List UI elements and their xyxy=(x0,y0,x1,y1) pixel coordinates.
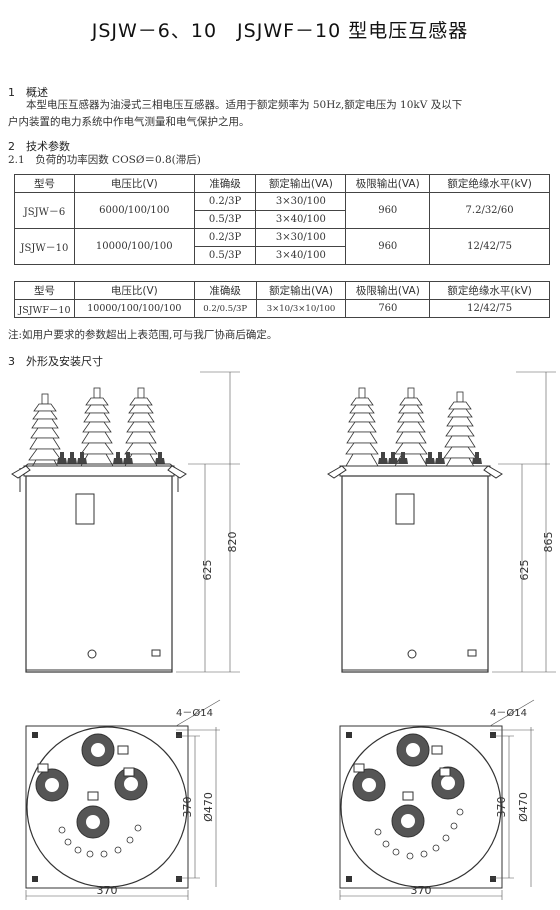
table-row: 0.5/3P 3×40/100 xyxy=(15,246,550,265)
dim-right-body: 625 xyxy=(518,560,531,581)
dim-right-total: 865 xyxy=(542,532,555,553)
page-title: JSJW－6、10 JSJWF－10 型电压互感器 xyxy=(91,20,469,42)
spec-table-jsjwf: 型号 电压比(V) 准确级 额定输出(VA) 极限输出(VA) 额定绝缘水平(k… xyxy=(14,281,550,318)
holes-label-right: 4－Ø14 xyxy=(490,707,527,719)
cell-accuracy: 0.2/3P xyxy=(193,228,257,247)
power-factor-note: 2.1 负荷的功率因数 COSØ＝0.8(滞后) xyxy=(8,154,201,166)
cell-rated-output: 3×30/100 xyxy=(255,228,347,247)
col-header-insulation: 额定绝缘水平(kV) xyxy=(429,174,550,193)
col-header-accuracy: 准确级 xyxy=(193,281,257,300)
col-header-model: 型号 xyxy=(14,174,75,193)
col-header-limit-output: 极限输出(VA) xyxy=(345,281,431,300)
section-overview-heading: 1 概述 xyxy=(8,86,48,99)
cell-rated-output: 3×40/100 xyxy=(255,210,347,229)
cell-model: JSJW－6 xyxy=(14,192,75,229)
cell-rated-output: 3×40/100 xyxy=(255,246,347,265)
overview-text-line1: 本型电压互感器为油浸式三相电压互感器。适用于额定频率为 50Hz,额定电压为 1… xyxy=(26,99,463,111)
dim-left-width: 370 xyxy=(97,884,118,897)
plan-view-left: 4－Ø14 370 Ø470 370 xyxy=(25,699,221,900)
cell-model: JSJWF－10 xyxy=(14,299,75,318)
elevation-right: 865 625 xyxy=(327,371,556,673)
cell-limit-output: 960 xyxy=(345,228,431,265)
cell-accuracy: 0.5/3P xyxy=(193,246,257,265)
cell-insulation: 12/42/75 xyxy=(429,299,550,318)
dim-right-inner: 370 xyxy=(495,797,508,818)
overview-text-line2: 户内装置的电力系统中作电气测量和电气保护之用。 xyxy=(8,116,250,128)
dim-left-inner: 370 xyxy=(181,797,194,818)
col-header-ratio: 电压比(V) xyxy=(73,281,195,300)
dim-right-diameter: Ø470 xyxy=(517,792,530,822)
elevation-left: 820 625 xyxy=(11,371,240,673)
table-header-row: 型号 电压比(V) 准确级 额定输出(VA) 极限输出(VA) 额定绝缘水平(k… xyxy=(14,174,550,193)
cell-accuracy: 0.2/3P xyxy=(193,192,257,211)
col-header-insulation: 额定绝缘水平(kV) xyxy=(429,281,550,300)
holes-label-left: 4－Ø14 xyxy=(176,707,213,719)
table-row: JSJWF－10 10000/100/100/100 0.2/0.5/3P 3×… xyxy=(14,299,550,318)
dim-left-body: 625 xyxy=(201,560,214,581)
cell-rated-output: 3×30/100 xyxy=(255,192,347,211)
dim-left-total: 820 xyxy=(226,532,239,553)
col-header-ratio: 电压比(V) xyxy=(73,174,195,193)
cell-rated-output: 3×10/3×10/100 xyxy=(255,299,347,318)
table-row: 0.5/3P 3×40/100 xyxy=(15,210,550,229)
dim-right-width: 370 xyxy=(411,884,432,897)
col-header-model: 型号 xyxy=(14,281,75,300)
cell-ratio: 10000/100/100/100 xyxy=(73,299,195,318)
cell-model: JSJW－10 xyxy=(14,228,75,265)
cell-ratio: 6000/100/100 xyxy=(73,192,195,229)
cell-accuracy: 0.2/0.5/3P xyxy=(193,299,257,318)
cell-insulation: 7.2/32/60 xyxy=(429,192,550,229)
outline-drawings: 820 625 865 625 xyxy=(11,371,556,900)
table-header-row: 型号 电压比(V) 准确级 额定输出(VA) 极限输出(VA) 额定绝缘水平(k… xyxy=(14,281,550,300)
cell-limit-output: 760 xyxy=(345,299,431,318)
plan-view-right: 4－Ø14 370 Ø470 370 xyxy=(339,699,535,900)
section-specs-heading: 2 技术参数 xyxy=(8,140,70,153)
spec-table-jsjw: 型号 电压比(V) 准确级 额定输出(VA) 极限输出(VA) 额定绝缘水平(k… xyxy=(14,174,550,265)
col-header-accuracy: 准确级 xyxy=(193,174,257,193)
cell-limit-output: 960 xyxy=(345,192,431,229)
cell-accuracy: 0.5/3P xyxy=(193,210,257,229)
section-dimensions-heading: 3 外形及安装尺寸 xyxy=(8,355,103,368)
dim-left-diameter: Ø470 xyxy=(202,792,215,822)
cell-insulation: 12/42/75 xyxy=(429,228,550,265)
table-row: JSJW－6 6000/100/100 0.2/3P 3×30/100 960 … xyxy=(14,192,550,229)
cell-ratio: 10000/100/100 xyxy=(73,228,195,265)
table-row: JSJW－10 10000/100/100 0.2/3P 3×30/100 96… xyxy=(14,228,550,265)
col-header-rated-output: 额定输出(VA) xyxy=(255,174,347,193)
note-text: 注:如用户要求的参数超出上表范围,可与我厂协商后确定。 xyxy=(8,329,278,341)
col-header-limit-output: 极限输出(VA) xyxy=(345,174,431,193)
col-header-rated-output: 额定输出(VA) xyxy=(255,281,347,300)
